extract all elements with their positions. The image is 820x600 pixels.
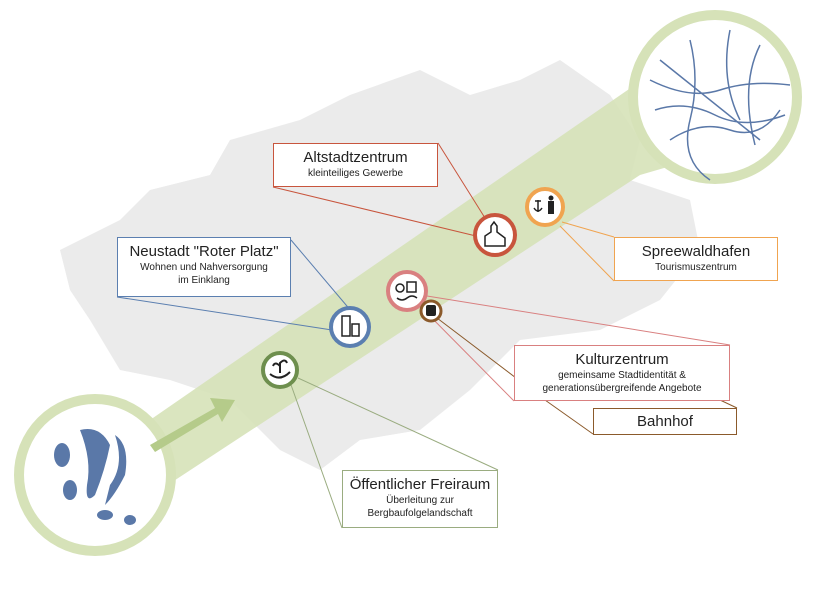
freiraum-icon — [261, 351, 299, 389]
altstadt-subtitle: kleinteiliges Gewerbe — [307, 168, 404, 179]
freiraum-label-box: Öffentlicher Freiraum Überleitung zur Be… — [342, 470, 498, 528]
spreewald-label-box: Spreewaldhafen Tourismuszentrum — [614, 237, 778, 281]
river-network-circle — [628, 10, 802, 184]
altstadt-label-box: Altstadtzentrum kleinteiliges Gewerbe — [273, 143, 438, 187]
kultur-theater-icon — [386, 270, 428, 312]
green-axis-band — [60, 40, 760, 490]
direction-arrow-icon — [150, 398, 235, 452]
spreewald-subtitle: Tourismuszentrum — [655, 262, 737, 273]
neustadt-building-icon — [329, 306, 371, 348]
neustadt-label-box: Neustadt "Roter Platz" Wohnen und Nahver… — [117, 237, 291, 297]
bahnhof-train-icon — [419, 299, 443, 323]
bahnhof-label-box: Bahnhof — [593, 408, 737, 435]
kultur-subtitle-1: gemeinsame Stadtidentität & — [558, 370, 686, 381]
freiraum-subtitle-2: Bergbaufolgelandschaft — [367, 508, 473, 519]
leader-lines — [116, 142, 738, 529]
freiraum-subtitle-1: Überleitung zur — [386, 495, 454, 506]
altstadt-title: Altstadtzentrum — [303, 149, 408, 166]
kultur-subtitle-2: generationsübergreifende Angebote — [542, 383, 702, 394]
altstadt-church-icon — [473, 213, 517, 257]
kultur-label-box: Kulturzentrum gemeinsame Stadtidentität … — [514, 345, 730, 401]
spreewald-title: Spreewaldhafen — [641, 243, 751, 260]
neustadt-title: Neustadt "Roter Platz" — [129, 243, 279, 260]
kultur-title: Kulturzentrum — [575, 351, 669, 368]
neustadt-subtitle-2: im Einklang — [178, 275, 230, 286]
river-network — [649, 29, 791, 181]
bahnhof-title: Bahnhof — [637, 413, 693, 430]
spreewald-harbor-icon — [525, 187, 565, 227]
freiraum-title: Öffentlicher Freiraum — [349, 476, 491, 493]
lake-shapes — [54, 429, 136, 525]
neustadt-subtitle-1: Wohnen und Nahversorgung — [140, 262, 268, 273]
